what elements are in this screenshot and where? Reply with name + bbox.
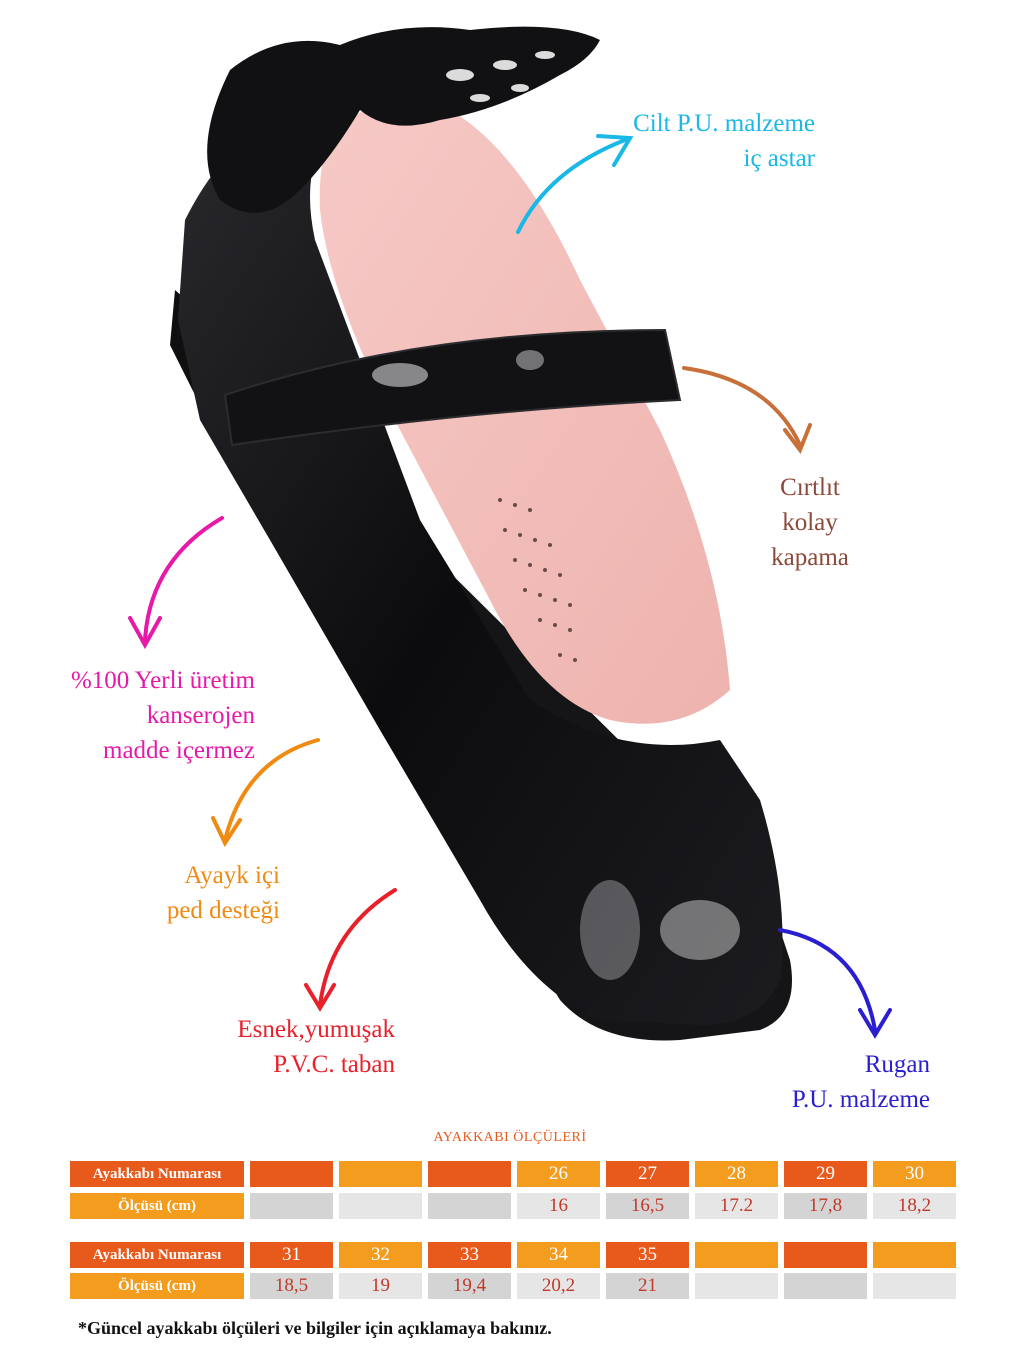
size-cell: 28 — [695, 1161, 778, 1187]
cm-cell: 19 — [339, 1273, 422, 1299]
lining-label: Cilt P.U. malzeme iç astar — [600, 106, 815, 176]
closure-label-line2: kolay — [782, 509, 838, 536]
closure-label: Cırtlıt kolay kapama — [750, 470, 870, 575]
local-label-line2: kanserojen — [146, 702, 255, 729]
footnote: *Güncel ayakkabı ölçüleri ve bilgiler iç… — [78, 1318, 552, 1338]
insole-perforations — [498, 498, 577, 662]
lining-label-line1: Cilt P.U. malzeme — [633, 110, 815, 137]
cm-cell: 21 — [606, 1273, 689, 1299]
insole-label: Ayayk içi ped desteği — [120, 858, 280, 928]
size-cell — [873, 1242, 956, 1268]
size-cell: 27 — [606, 1161, 689, 1187]
size-cell: 31 — [250, 1242, 333, 1268]
cm-cell: 18,2 — [873, 1193, 956, 1219]
size-row-header: Ayakkabı Numarası — [70, 1161, 244, 1187]
shoe-image — [170, 26, 792, 1041]
insole-label-line1: Ayayk içi — [184, 862, 280, 889]
cm-cell — [784, 1273, 867, 1299]
cm-cell — [873, 1273, 956, 1299]
lining-label-line2: iç astar — [743, 145, 815, 172]
insole-label-line2: ped desteği — [166, 897, 280, 924]
local-label: %100 Yerli üretim kanserojen madde içerm… — [40, 663, 255, 768]
sole-label-line1: Esnek,yumuşak — [237, 1016, 395, 1043]
cm-cell: 16,5 — [606, 1193, 689, 1219]
size-cell — [250, 1161, 333, 1187]
local-label-line1: %100 Yerli üretim — [70, 667, 255, 694]
cm-cell — [428, 1193, 511, 1219]
closure-label-line1: Cırtlıt — [780, 474, 840, 501]
cm-cell: 19,4 — [428, 1273, 511, 1299]
size-cell: 32 — [339, 1242, 422, 1268]
size-cell: 35 — [606, 1242, 689, 1268]
upper-label: Rugan P.U. malzeme — [770, 1047, 930, 1117]
cm-cell — [250, 1193, 333, 1219]
cm-cell: 17,8 — [784, 1193, 867, 1219]
size-cell — [428, 1161, 511, 1187]
upper-label-line1: Rugan — [864, 1051, 930, 1078]
shoe-strap — [223, 328, 682, 447]
size-cell: 33 — [428, 1242, 511, 1268]
closure-label-line3: kapama — [771, 544, 849, 571]
cm-cell: 17.2 — [695, 1193, 778, 1219]
size-cell — [339, 1161, 422, 1187]
size-cell: 30 — [873, 1161, 956, 1187]
cm-cell: 16 — [517, 1193, 600, 1219]
shoe-upper — [178, 94, 783, 1025]
cm-cell — [695, 1273, 778, 1299]
size-cell: 29 — [784, 1161, 867, 1187]
size-row-header: Ayakkabı Numarası — [70, 1242, 244, 1268]
size-cell: 26 — [517, 1161, 600, 1187]
cm-cell: 18,5 — [250, 1273, 333, 1299]
upper-label-line2: P.U. malzeme — [791, 1086, 930, 1113]
size-cell — [784, 1242, 867, 1268]
size-cell — [695, 1242, 778, 1268]
cm-row-header: Ölçüsü (cm) — [70, 1193, 244, 1219]
sole-label-line2: P.V.C. taban — [273, 1051, 395, 1078]
size-cell: 34 — [517, 1242, 600, 1268]
shoe-lining — [319, 101, 730, 724]
local-label-line3: madde içermez — [103, 737, 255, 764]
cm-row-header: Ölçüsü (cm) — [70, 1273, 244, 1299]
wing-bow — [207, 26, 600, 213]
cm-cell: 20,2 — [517, 1273, 600, 1299]
sole-label: Esnek,yumuşak P.V.C. taban — [200, 1012, 395, 1082]
size-table-title: AYAKKABI ÖLÇÜLERİ — [433, 1130, 587, 1145]
cm-cell — [339, 1193, 422, 1219]
